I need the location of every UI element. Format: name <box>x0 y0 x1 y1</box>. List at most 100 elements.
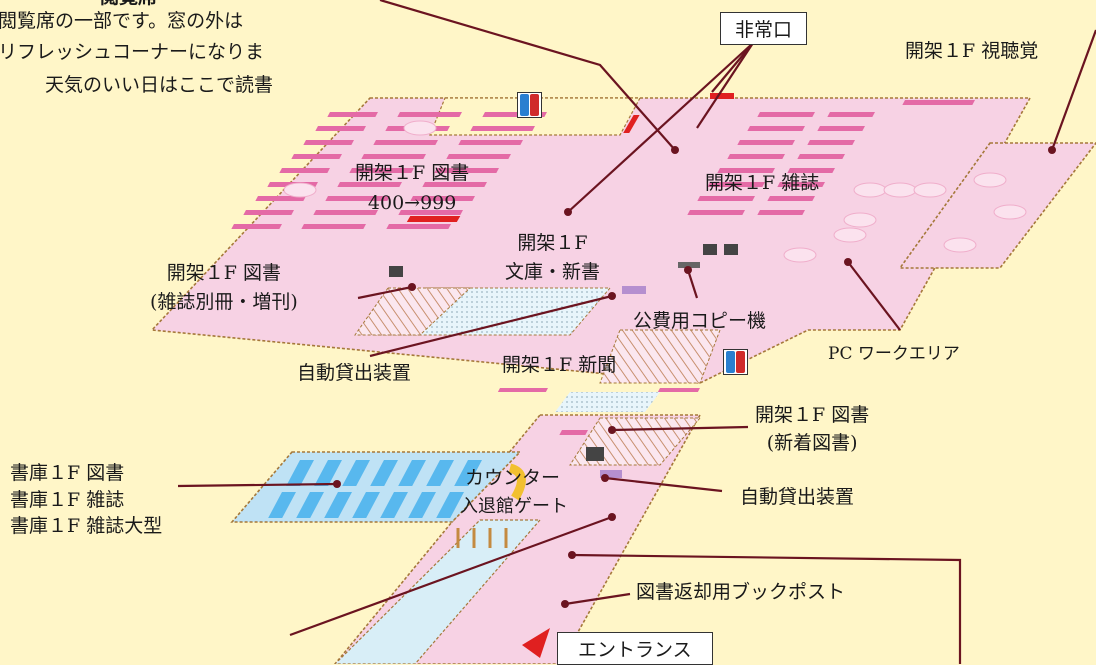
reading-table <box>943 237 977 253</box>
bookshelf <box>422 182 487 187</box>
bookshelf <box>410 196 475 201</box>
bookshelf <box>327 112 378 117</box>
reading-seat-note-2: リフレッシュコーナーになりま <box>0 41 265 63</box>
reading-seat-note-3: 天気のいい日はここで読書 <box>45 74 274 96</box>
magazine-shelf <box>767 196 815 201</box>
reading-seat-heading: 閲覧席 <box>100 0 157 10</box>
bookshelf <box>337 182 402 187</box>
bookshelf <box>315 126 366 131</box>
emergency-exit-mark-1 <box>406 216 461 222</box>
bookshelf <box>434 168 499 173</box>
bookshelf <box>397 112 462 117</box>
stack-shelf <box>324 492 352 518</box>
av-shelf <box>902 100 975 105</box>
magazine-shelf <box>757 112 815 117</box>
bookshelf <box>458 140 523 145</box>
magazine-shelf <box>737 140 795 145</box>
stack-shelf <box>454 460 483 486</box>
bookshelf <box>361 154 426 159</box>
bookshelf <box>386 224 451 229</box>
pc-icon <box>389 244 738 461</box>
gate-icon <box>456 528 508 548</box>
restroom-icon <box>517 92 542 118</box>
newspaper-shelf <box>497 388 548 392</box>
stack-shelf <box>296 492 324 518</box>
magazine-shelf <box>787 168 835 173</box>
bookshelf <box>373 140 438 145</box>
restroom-icon <box>723 349 748 375</box>
magazine-shelf <box>727 154 785 159</box>
magazine-shelf <box>697 196 755 201</box>
self-checkout-marker-upper <box>622 286 646 294</box>
bookshelf <box>231 224 282 229</box>
stack-shelf <box>342 460 371 486</box>
reading-table <box>403 120 437 136</box>
entrance-arrow-icon <box>522 628 550 658</box>
corridor-dotted-zone <box>555 392 660 412</box>
magazine-shelf <box>717 168 775 173</box>
emergency-exit-mark-2 <box>710 93 734 99</box>
bookshelf <box>470 126 535 131</box>
magazine-shelf <box>817 126 865 131</box>
reading-table <box>783 247 817 263</box>
reading-table <box>283 182 317 198</box>
stacks-label: 書庫１F 図書書庫１F 雑誌書庫１F 雑誌大型 <box>10 462 163 538</box>
stack-shelf <box>436 492 464 518</box>
reading-table <box>973 172 1007 188</box>
stack-shelf <box>268 492 296 518</box>
magazine-shelf <box>797 154 845 159</box>
stack-shelf <box>370 460 399 486</box>
self-checkout-upper-label: 自動貸出装置 <box>297 362 412 384</box>
bookshelf <box>446 154 511 159</box>
counter-desk <box>508 463 526 501</box>
bookshelf <box>255 196 306 201</box>
newspaper-shelf <box>657 388 700 392</box>
emergency-exit-mark-3 <box>623 115 640 133</box>
magazine-shelf <box>687 210 745 215</box>
bookshelf <box>325 196 390 201</box>
bookshelf <box>291 154 342 159</box>
magazine-shelf <box>807 140 855 145</box>
bookshelf <box>398 210 463 215</box>
stack-shelf <box>286 460 315 486</box>
self-checkout-marker-lower <box>600 470 622 478</box>
reading-table <box>993 204 1027 220</box>
gate-label: 入退館ゲート <box>460 496 568 517</box>
new-books-label: 開架１F 図書(新着図書) <box>755 404 870 454</box>
reading-table <box>853 182 887 198</box>
leader-dots <box>333 146 1056 608</box>
new-book-shelf <box>559 430 588 435</box>
book-return-label: 図書返却用ブックポスト <box>636 581 846 603</box>
counter-label: カウンター <box>465 467 561 489</box>
bookshelf <box>349 168 414 173</box>
stack-shelf <box>380 492 408 518</box>
self-checkout-lower-label: 自動貸出装置 <box>740 486 855 508</box>
newspaper-hatched-zone <box>599 329 721 384</box>
leader-lines <box>177 0 1096 664</box>
av-room-label: 開架１F 視聴覚 <box>905 40 1039 62</box>
reading-table <box>883 182 917 198</box>
bookshelf <box>301 224 366 229</box>
stack-shelf <box>352 492 380 518</box>
entrance-walkway <box>334 519 542 664</box>
entrance-label: エントランス <box>557 632 713 665</box>
pc-area-label: PC ワークエリア <box>828 344 960 364</box>
newspapers-label: 開架１F 新聞 <box>502 354 617 376</box>
magazine-shelf <box>777 182 825 187</box>
av-room-floor <box>898 142 1096 269</box>
bookshelf <box>303 140 354 145</box>
reading-table <box>843 212 877 228</box>
magazine-shelf <box>707 182 765 187</box>
bookshelf <box>313 210 378 215</box>
magazines-1f-label: 開架１F 雑誌 <box>705 172 820 194</box>
reading-table <box>913 182 947 198</box>
stack-shelf <box>314 460 343 486</box>
reading-table <box>833 227 867 243</box>
emergency-exit-label: 非常口 <box>720 12 808 45</box>
reading-seat-note-1: 閲覧席の一部です。窓の外は <box>0 10 244 32</box>
bookshelf <box>243 210 294 215</box>
copier-label: 公費用コピー機 <box>633 310 767 332</box>
